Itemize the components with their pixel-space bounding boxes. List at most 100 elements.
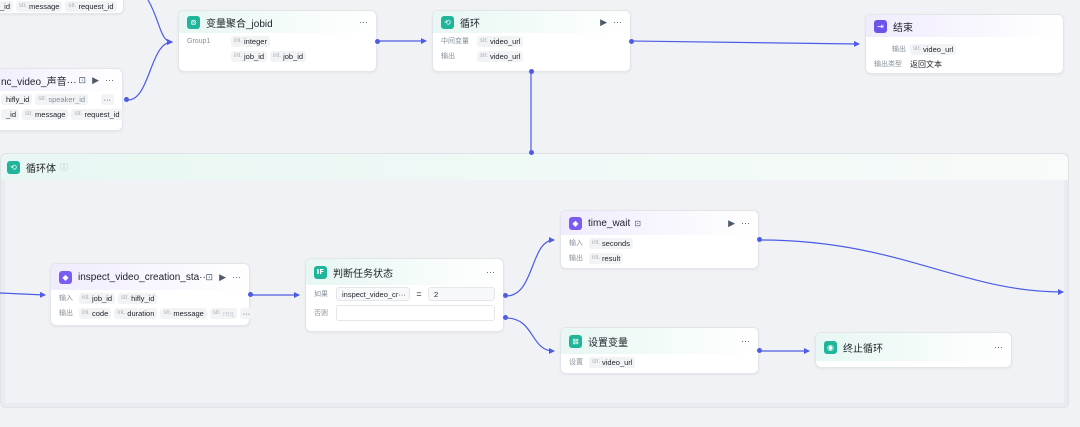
- plugin-icon: ◆: [569, 216, 582, 230]
- loop-mid-row: 中间变量 str.video_url: [433, 34, 630, 48]
- output-label: 输出: [569, 255, 583, 262]
- agg-items-row: int.job_id int.job_id: [179, 49, 376, 63]
- agg-title: 变量聚合_jobid: [206, 18, 273, 30]
- loop-header: ⟲ 循环 ▶ ···: [433, 11, 630, 33]
- speech-outputs: _id str.message str.request_id: [0, 107, 123, 121]
- more-tags-button[interactable]: ···: [100, 93, 114, 105]
- output-port[interactable]: [124, 97, 129, 102]
- run-icon[interactable]: ▶: [728, 217, 735, 228]
- run-icon[interactable]: ▶: [219, 271, 226, 282]
- more-icon[interactable]: ···: [232, 272, 241, 282]
- node-end[interactable]: ⇥ 结束 输出 str.video_url 输出类型 返回文本: [865, 14, 1064, 74]
- output-tag: _id: [0, 0, 14, 12]
- output-tag: str.video_url: [910, 43, 957, 55]
- output-port[interactable]: [248, 292, 253, 297]
- group-type-tag: int.integer: [231, 35, 270, 47]
- plugin-icon: ◆: [59, 270, 72, 284]
- input-tag: hifly_id: [1, 93, 33, 105]
- node-variable-aggregation[interactable]: ⊚ 变量聚合_jobid ··· Group1 int.integer int.…: [178, 10, 377, 72]
- mid-var-tag: str.video_url: [477, 35, 524, 47]
- input-tag: int.seconds: [589, 237, 633, 249]
- output-tag: int.code: [79, 307, 112, 319]
- loop-body-port[interactable]: [529, 69, 534, 74]
- condition-left-operand[interactable]: inspect_video_cr···: [336, 287, 410, 301]
- node-set-variable[interactable]: ⊠ 设置变量 ··· 设置 str.video_url: [560, 327, 759, 374]
- else-branch-row: 否则: [306, 305, 503, 321]
- edge-loop-to-end: [631, 40, 860, 47]
- more-icon[interactable]: ···: [486, 267, 495, 277]
- output-port[interactable]: [629, 39, 634, 44]
- condition-operator[interactable]: =: [416, 289, 422, 299]
- node-loop[interactable]: ⟲ 循环 ▶ ··· 中间变量 str.video_url 输出 str.vid…: [432, 10, 631, 72]
- input-tag: str.hifly_id: [118, 292, 158, 304]
- agg-item-tag: int.job_id: [231, 50, 268, 62]
- aggregate-icon: ⊚: [187, 15, 200, 29]
- end-header: ⇥ 结束: [866, 15, 1063, 37]
- more-icon[interactable]: ···: [359, 17, 368, 27]
- exit-icon: ⇥: [874, 19, 887, 33]
- output-type-label: 输出类型: [874, 61, 902, 68]
- node-stop-loop[interactable]: ◉ 终止循环 ···: [815, 332, 1012, 368]
- end-output-row: 输出 str.video_url: [866, 42, 1063, 56]
- group-label: Group1: [187, 37, 211, 45]
- set-label: 设置: [569, 359, 583, 366]
- doc-icon[interactable]: ⊡: [205, 271, 214, 282]
- node-speech[interactable]: nc_video_声音··· ⊡ ▶ ··· hifly_id str.spea…: [0, 68, 123, 131]
- output-tag: _id: [1, 108, 20, 120]
- input-label: 输入: [59, 295, 73, 302]
- node-inspect-video[interactable]: ◆ inspect_video_creation_sta··· ⊡ ▶ ··· …: [50, 263, 254, 326]
- set-tag: str.video_url: [589, 356, 636, 368]
- output-tag: str.request_id: [71, 108, 123, 120]
- output-port[interactable]: [757, 237, 762, 242]
- else-label: 否则: [314, 310, 328, 317]
- more-icon[interactable]: ···: [741, 218, 750, 228]
- doc-icon[interactable]: ⊡: [634, 218, 641, 228]
- if-output-port[interactable]: [503, 293, 508, 298]
- output-tag: str.video_url: [477, 50, 524, 62]
- doc-icon[interactable]: ⊡: [78, 74, 87, 85]
- set-variable-title: 设置变量: [588, 337, 628, 349]
- edge-top-left-to-agg: [147, 0, 173, 45]
- output-tag: str.req: [209, 307, 237, 319]
- more-icon[interactable]: ···: [613, 17, 622, 27]
- more-tags-button[interactable]: ···: [239, 307, 254, 319]
- loop-body-header: ⟲ 循环体 ⓘ: [1, 154, 1068, 180]
- output-port[interactable]: [757, 348, 762, 353]
- time-wait-header: ◆ time_wait ⊡ ▶ ···: [561, 211, 758, 235]
- time-wait-output-row: 输出 int.result: [561, 251, 758, 265]
- more-icon[interactable]: ···: [105, 75, 114, 85]
- condition-header: IF 判断任务状态 ···: [306, 259, 503, 285]
- more-icon[interactable]: ···: [994, 342, 1003, 352]
- inspect-input-row: 输入 int.job_id str.hifly_id: [51, 291, 249, 305]
- node-top-left[interactable]: _id str.message str.request_id: [0, 0, 124, 14]
- condition-right-operand[interactable]: 2: [428, 287, 495, 301]
- end-title: 结束: [893, 22, 913, 34]
- node-time-wait[interactable]: ◆ time_wait ⊡ ▶ ··· 输入 int.seconds 输出 in…: [560, 210, 759, 269]
- output-port[interactable]: [375, 39, 380, 44]
- speech-header: nc_video_声音··· ⊡ ▶ ···: [0, 69, 122, 91]
- time-wait-input-row: 输入 int.seconds: [561, 236, 758, 250]
- if-icon: IF: [314, 265, 327, 279]
- info-icon[interactable]: ⓘ: [60, 162, 68, 172]
- node-condition[interactable]: IF 判断任务状态 ··· 如果 inspect_video_cr··· = 2…: [305, 258, 504, 332]
- inspect-output-row: 输出 int.code int.duration str.message str…: [51, 306, 254, 320]
- more-icon[interactable]: ···: [741, 336, 750, 346]
- loop-title: 循环: [460, 18, 480, 30]
- mid-var-label: 中间变量: [441, 38, 469, 45]
- run-icon[interactable]: ▶: [600, 16, 607, 27]
- set-variable-header: ⊠ 设置变量 ···: [561, 328, 758, 354]
- speech-title: nc_video_声音···: [1, 76, 77, 88]
- output-tag: str.message: [16, 0, 63, 12]
- output-tag: str.message: [22, 108, 69, 120]
- output-tag: str.message: [160, 307, 207, 319]
- top-left-outputs: _id str.message str.request_id: [0, 0, 123, 13]
- run-icon[interactable]: ▶: [92, 74, 99, 85]
- loop-body-port[interactable]: [529, 150, 534, 155]
- input-tag: str.speaker_id: [35, 93, 89, 105]
- agg-item-tag: int.job_id: [270, 50, 307, 62]
- else-branch-box[interactable]: [336, 305, 495, 321]
- stop-loop-title: 终止循环: [843, 343, 883, 355]
- loop-icon: ⟲: [7, 160, 20, 174]
- else-output-port[interactable]: [503, 315, 508, 320]
